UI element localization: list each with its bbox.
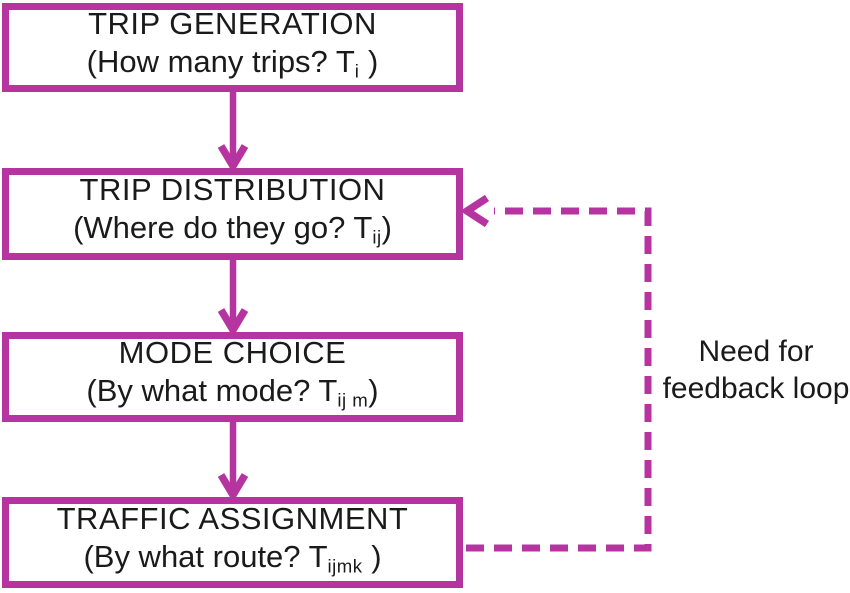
box-mode-choice: MODE CHOICE (By what mode? Tij m)	[2, 332, 463, 422]
box-title: TRIP GENERATION	[88, 5, 377, 41]
subscript: ij	[372, 226, 382, 248]
box-trip-generation: TRIP GENERATION (How many trips? Ti )	[2, 3, 463, 92]
box-title: TRAFFIC ASSIGNMENT	[56, 500, 409, 536]
arrow-down-icon-2	[217, 260, 249, 338]
feedback-loop-dashed-path	[460, 194, 652, 552]
box-trip-distribution: TRIP DISTRIBUTION (Where do they go? Tij…	[2, 168, 463, 260]
arrow-down-icon-1	[217, 92, 249, 174]
box-title: TRIP DISTRIBUTION	[79, 172, 386, 208]
box-title: MODE CHOICE	[118, 335, 347, 371]
box-traffic-assignment: TRAFFIC ASSIGNMENT (By what route? Tijmk…	[2, 497, 463, 588]
box-question: (By what mode? Tij m)	[86, 373, 379, 411]
feedback-loop-label-line1: Need for	[698, 335, 814, 368]
arrow-left-icon	[460, 194, 490, 228]
subscript: ijmk	[327, 555, 363, 577]
feedback-loop-label-line2: feedback loop	[662, 372, 850, 405]
arrow-down-icon-3	[217, 422, 249, 503]
subscript: ij m	[337, 389, 369, 411]
box-question: (By what route? Tijmk )	[83, 538, 382, 577]
feedback-loop-label: Need for feedback loop	[650, 333, 850, 407]
box-question: (Where do they go? Tij)	[73, 210, 392, 248]
box-question: (How many trips? Ti )	[86, 43, 379, 82]
subscript: i	[354, 60, 360, 82]
